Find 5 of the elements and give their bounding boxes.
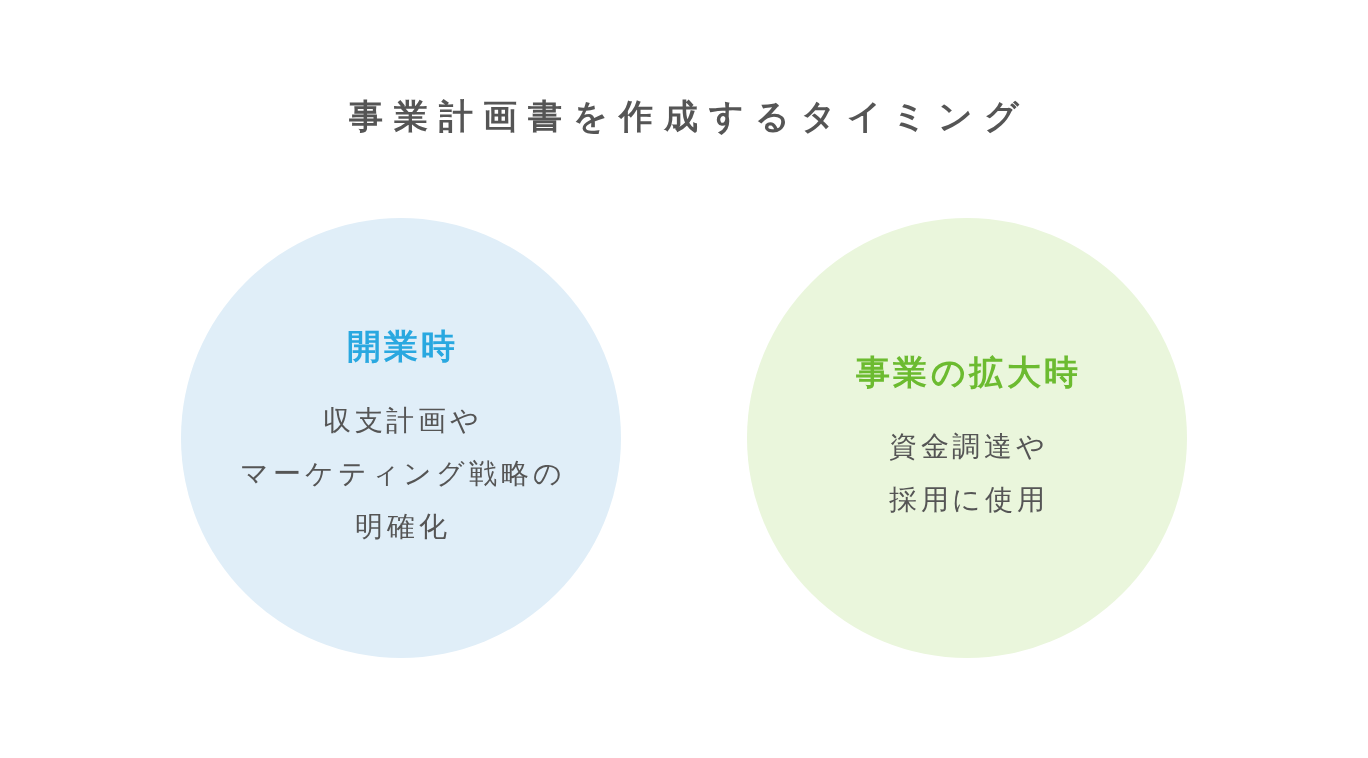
circle-heading: 事業の拡大時 bbox=[855, 351, 1082, 394]
diagram-title: 事業計画書を作成するタイミング bbox=[347, 95, 1031, 138]
circle-description: 収支計画やマーケティング戦略の明確化 bbox=[238, 402, 567, 545]
circle-heading: 開業時 bbox=[345, 324, 459, 368]
circle-description: 資金調達や採用に使用 bbox=[887, 429, 1050, 518]
